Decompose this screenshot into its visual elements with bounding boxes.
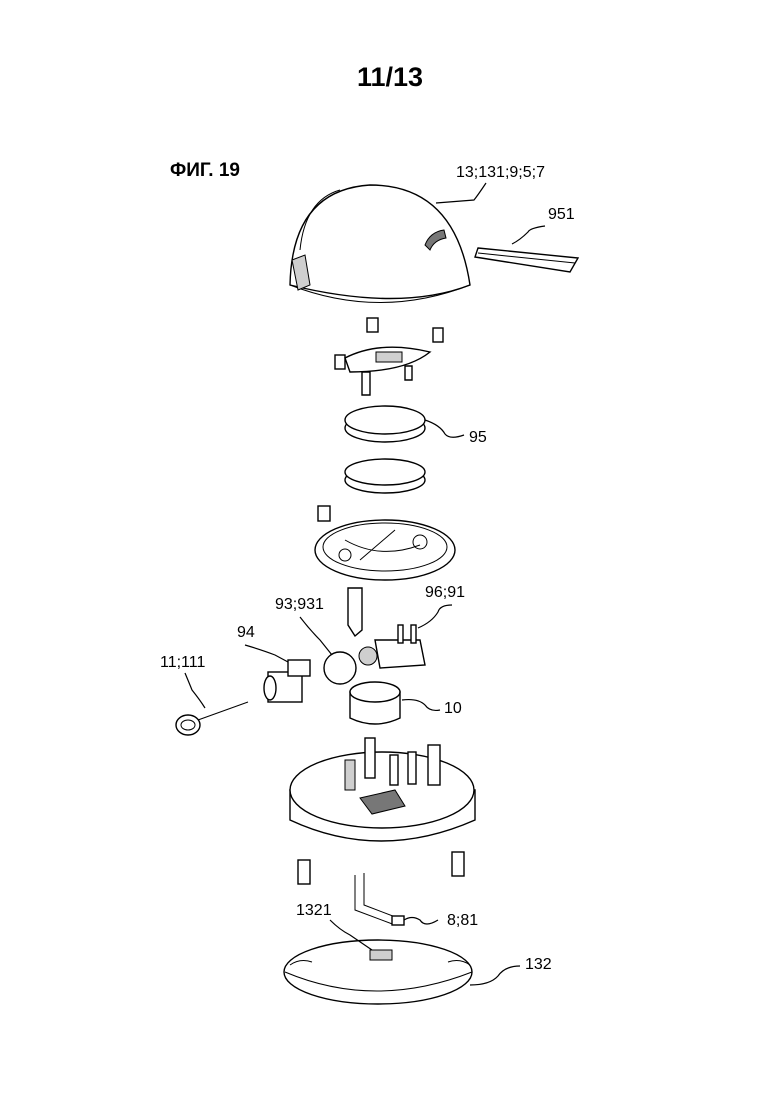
screws-bottom <box>298 852 464 884</box>
battery-lower <box>345 459 425 493</box>
ball-part <box>324 652 356 684</box>
switch-assembly <box>359 625 425 668</box>
battery-upper <box>345 406 425 442</box>
bracket-plate <box>345 347 430 395</box>
label-sleeve: 10 <box>444 700 462 718</box>
label-opening: 1321 <box>296 902 332 920</box>
label-lock: 94 <box>237 624 255 642</box>
small-pin <box>318 506 330 521</box>
label-key: 11;111 <box>160 654 205 672</box>
sleeve-part <box>350 682 400 724</box>
key-part <box>176 702 248 735</box>
circuit-disc <box>315 520 455 580</box>
lock-cylinder <box>264 660 310 702</box>
base-housing <box>290 738 475 841</box>
label-switch: 96;91 <box>425 584 465 602</box>
contact-clip <box>348 588 362 636</box>
label-contact: 8;81 <box>447 912 478 930</box>
bottom-plate <box>284 940 472 1004</box>
contact-spring <box>355 873 404 925</box>
leader-lines <box>185 183 545 985</box>
label-bottom-plate: 132 <box>525 956 552 974</box>
label-battery: 95 <box>469 429 487 447</box>
label-ball: 93;931 <box>275 596 324 614</box>
card-part <box>475 248 578 272</box>
label-card: 951 <box>548 206 575 224</box>
label-dome-cover: 13;131;9;5;7 <box>456 164 545 182</box>
